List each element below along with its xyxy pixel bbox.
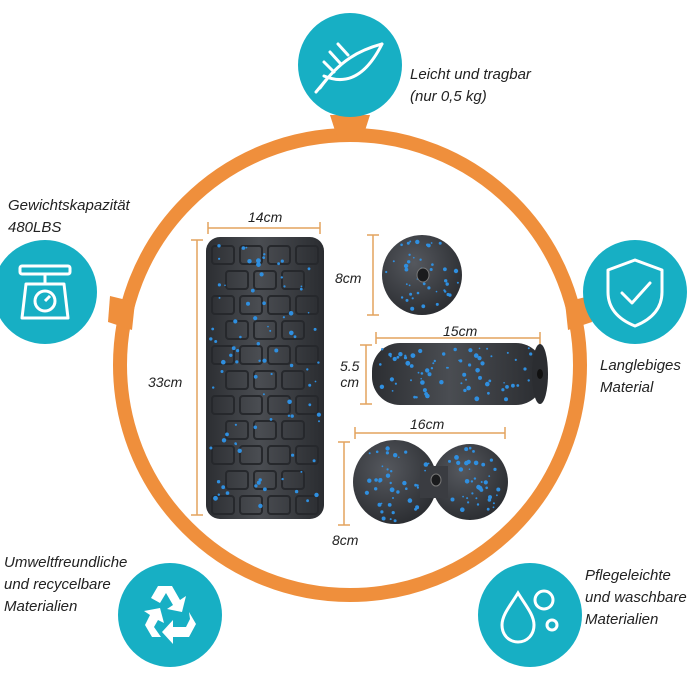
feature-durable-line-1: Langlebiges: [600, 357, 681, 374]
feature-eco-line-1: Umweltfreundliche: [4, 554, 128, 571]
feature-light-text: Leicht und tragbar (nur 0,5 kg): [410, 64, 531, 108]
feature-care-text: Pflegeleichte und waschbare Materialien: [585, 565, 687, 631]
feature-capacity-line-2: 480LBS: [8, 219, 62, 236]
feather-icon: [314, 42, 384, 94]
badge-light: [298, 13, 402, 117]
feature-capacity-text: Gewichtskapazität 480LBS: [8, 195, 130, 239]
foam-roller-small: [372, 343, 548, 405]
small-roller-diameter-label: 5.5 cm: [340, 358, 359, 390]
feature-durable-line-2: Material: [600, 379, 654, 396]
feature-light-line-1: Leicht und tragbar: [410, 66, 531, 83]
badge-care: [478, 563, 582, 667]
feature-light-line-2: (nur 0,5 kg): [410, 88, 487, 105]
ball-diameter-label: 8cm: [335, 270, 362, 286]
small-roller-diameter-value: 5.5: [340, 358, 360, 374]
massage-ball: [382, 235, 462, 315]
roller-height-label: 33cm: [148, 374, 183, 390]
feature-eco-line-2: und recycelbare: [4, 576, 111, 593]
foam-roller-large: [206, 237, 324, 519]
feature-eco-text: Umweltfreundliche und recycelbare Materi…: [4, 552, 127, 618]
duoball-length-label: 16cm: [410, 416, 445, 432]
badge-capacity: [0, 240, 97, 344]
feature-care-line-3: Materialien: [585, 611, 659, 628]
feature-capacity-line-1: Gewichtskapazität: [8, 197, 130, 214]
scale-icon: [18, 264, 72, 320]
recycle-icon: [144, 586, 196, 644]
small-roller-diameter-unit: cm: [340, 374, 360, 390]
feature-care-line-2: und waschbare: [585, 589, 687, 606]
feature-care-line-1: Pflegeleichte: [585, 567, 671, 584]
roller-width-label: 14cm: [248, 209, 283, 225]
duo-ball: [353, 440, 508, 524]
feature-durable-text: Langlebiges Material: [600, 355, 681, 399]
small-roller-length-label: 15cm: [443, 323, 478, 339]
duoball-height-label: 8cm: [332, 532, 359, 548]
feature-eco-line-3: Materialien: [4, 598, 78, 615]
badge-eco: [118, 563, 222, 667]
shield-check-icon: [606, 258, 664, 328]
dimension-lines: [191, 222, 541, 526]
water-drops-icon: [500, 589, 559, 644]
badge-durable: [583, 240, 687, 344]
